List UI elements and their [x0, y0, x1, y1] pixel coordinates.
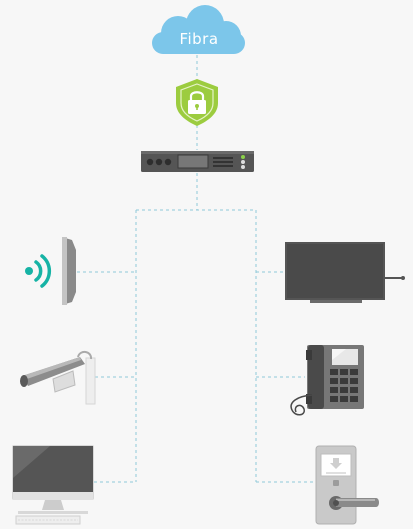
connector-lines: [77, 55, 316, 483]
cloud-icon: Fibra: [152, 5, 245, 54]
door-lock-icon: [315, 445, 379, 525]
wifi-access-point-icon: [25, 237, 76, 305]
phone-icon: [290, 345, 364, 416]
cloud-label: Fibra: [179, 30, 218, 48]
network-switch-icon: [141, 151, 254, 172]
monitor-icon: [12, 445, 94, 525]
shield-lock-icon: [176, 79, 218, 126]
tv-icon: [285, 242, 405, 303]
security-camera-icon: [20, 351, 96, 405]
